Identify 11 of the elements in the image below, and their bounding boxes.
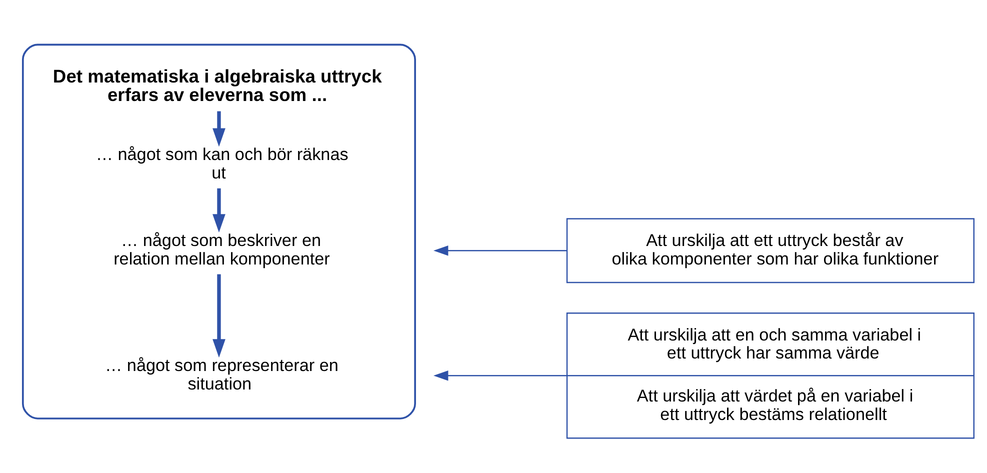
node-text: … något som representerar en situation [105,354,338,394]
node-box: Att urskilja att ett uttryck består av olika komponenter som har olika funktioner [566,218,975,284]
arrow [433,245,567,256]
node-text: … något som beskriver en relation mellan komponenter [114,230,330,268]
arrow [212,188,226,233]
arrow [212,274,226,358]
node-text: Det matematiska i algebraiska uttryck erfars av eleverna som ... [52,66,382,106]
arrow [212,111,226,147]
cluster [22,44,416,420]
arrow [433,370,567,381]
node-text: … något som kan och bör räknas ut [96,144,348,183]
